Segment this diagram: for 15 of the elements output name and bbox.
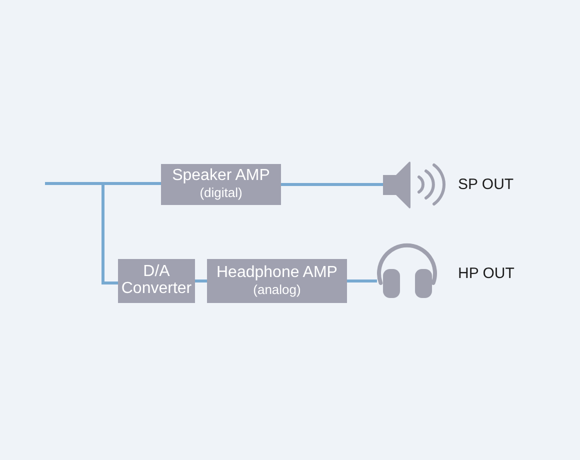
output-label: HP OUT (458, 265, 514, 283)
signal-line (281, 183, 383, 186)
signal-line (195, 280, 207, 282)
signal-line (347, 280, 377, 282)
process-box (207, 259, 347, 303)
process-box (161, 164, 281, 205)
signal-line (45, 182, 118, 284)
box-subtitle: (digital) (200, 185, 242, 201)
speaker-icon (383, 160, 446, 210)
box-title: Speaker AMP (172, 168, 270, 186)
headphones-icon (377, 243, 438, 298)
box-title: D/A Converter (120, 264, 193, 298)
output-label: SP OUT (458, 176, 514, 194)
box-title: Headphone AMP (216, 264, 338, 282)
box-subtitle: (analog) (253, 282, 301, 298)
